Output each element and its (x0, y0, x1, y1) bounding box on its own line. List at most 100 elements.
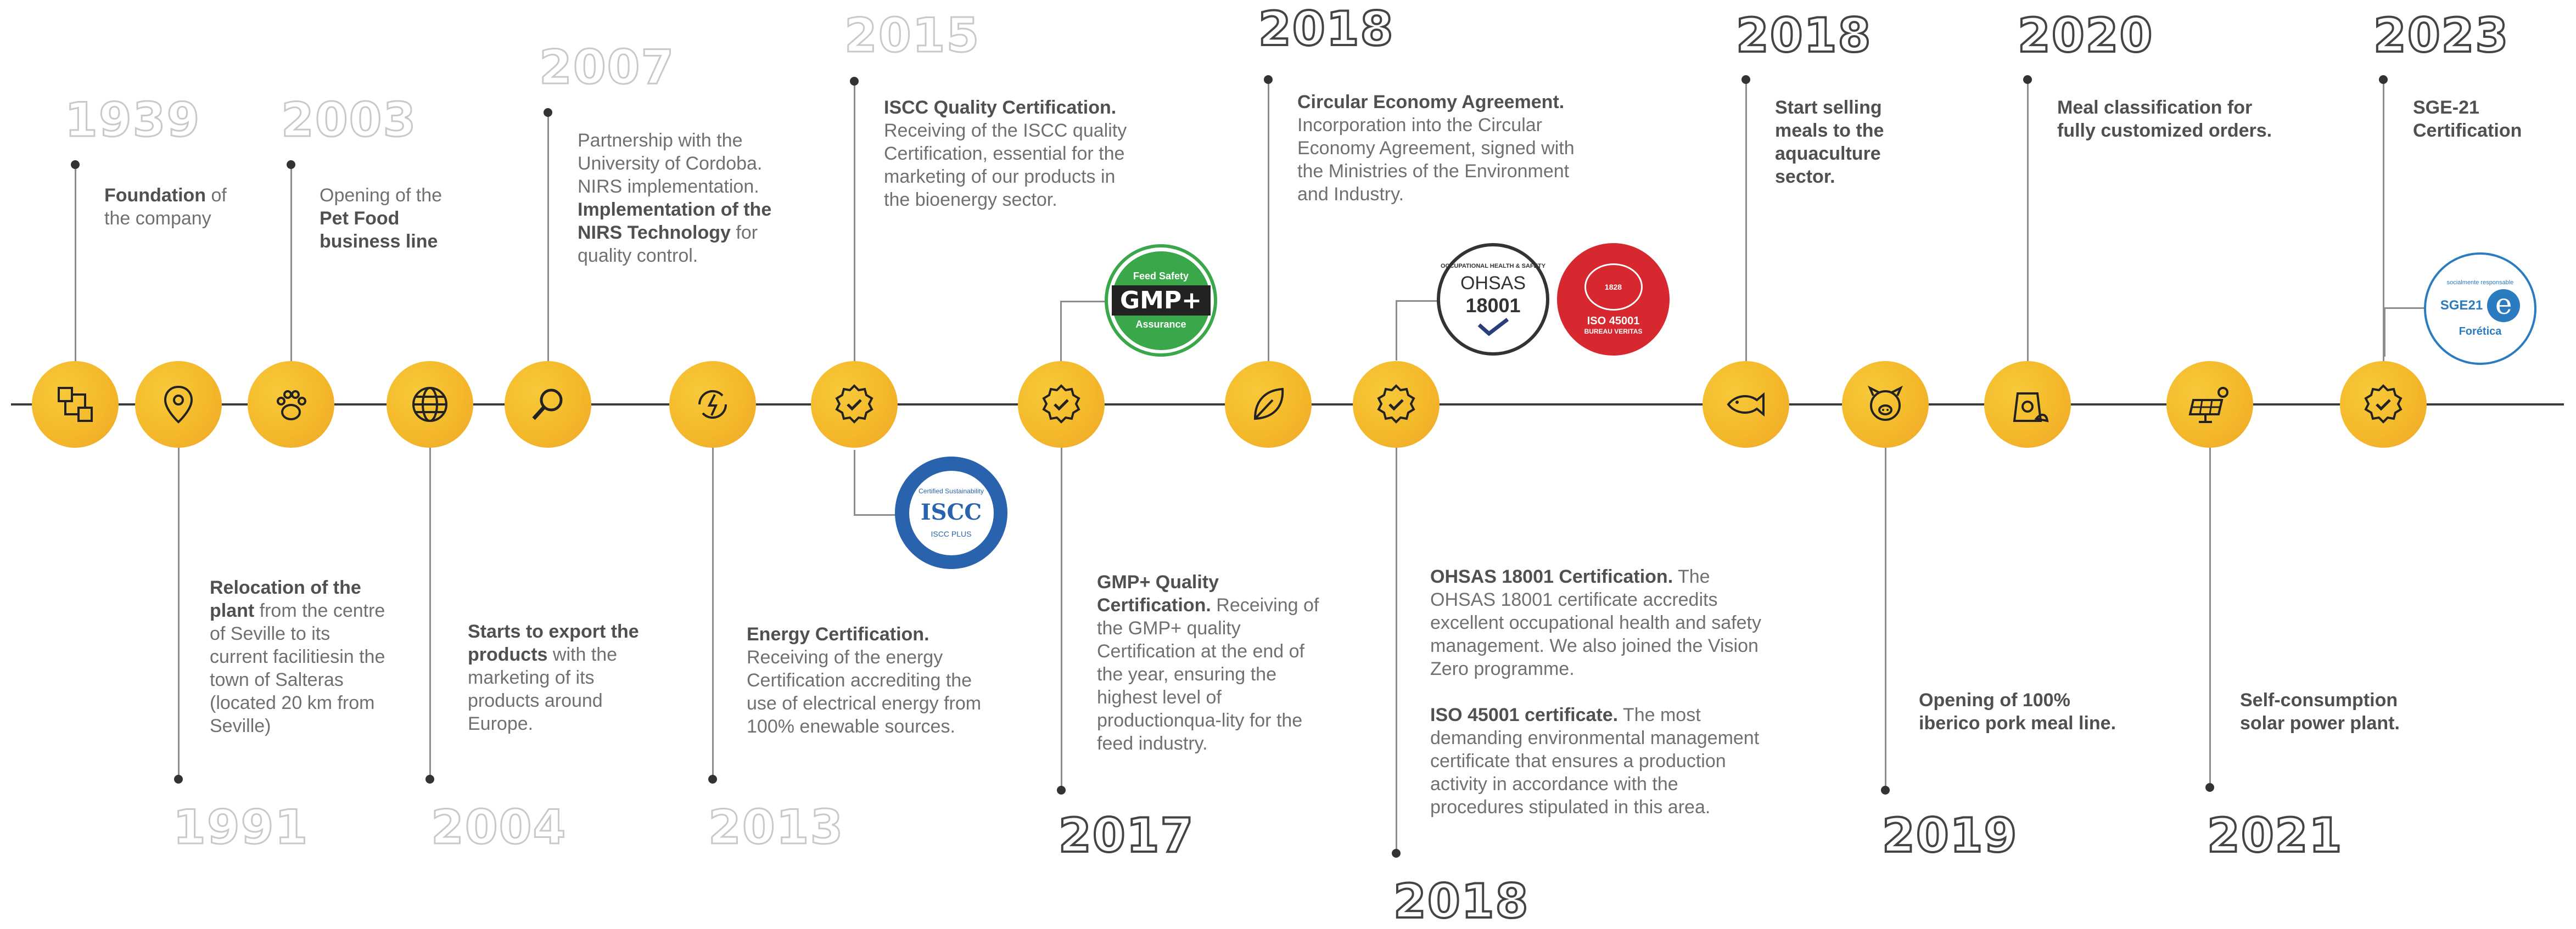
event-paragraph: Partnership with the University of Cordo… (578, 129, 808, 267)
ohsas-badge-num: 18001 (1465, 294, 1521, 317)
event-text-bold: Relocation of the plant (210, 577, 361, 621)
event-text: Receiving of the GMP+ quality Certificat… (1097, 595, 1319, 754)
certified-badge-icon (1377, 384, 1415, 424)
event-text: Opening of the (320, 185, 443, 206)
gmp-plus-badge: Feed Safety GMP+ Assurance (1105, 244, 1217, 357)
gmp-badge-top: Feed Safety (1133, 271, 1189, 281)
network-circuit-icon (58, 387, 93, 422)
event-stem (178, 403, 180, 779)
event-text-bold: Pet Food business line (320, 208, 438, 252)
leaf-icon (1253, 387, 1284, 420)
event-icon-circle (1984, 361, 2071, 448)
event-year: 2019 (1881, 808, 2018, 863)
event-year: 1991 (172, 800, 309, 855)
event-year: 2018 (1257, 2, 1395, 57)
event-stem (712, 403, 714, 779)
meal-sack-icon (2013, 392, 2049, 423)
event-description: ISCC Quality Certification. Receiving of… (884, 96, 1142, 234)
ohsas-badge-ring: OCCUPATIONAL HEALTH & SAFETY (1440, 263, 1546, 269)
event-stem (2027, 80, 2029, 403)
event-paragraph: Energy Certification. Receiving of the e… (747, 623, 983, 738)
event-dot (1057, 786, 1066, 795)
event-year: 1939 (64, 93, 201, 148)
event-description: OHSAS 18001 Certification. The OHSAS 180… (1430, 565, 1771, 842)
event-dot (850, 77, 859, 86)
event-paragraph: Start selling meals to the aquaculture s… (1775, 96, 1918, 188)
event-description: SGE-21 Certification (2413, 96, 2556, 165)
ohsas-badge-main: OHSAS (1460, 273, 1526, 294)
sge-badge-main: SGE21 (2440, 298, 2483, 313)
event-dot (2205, 783, 2214, 792)
event-stem (547, 112, 549, 403)
certified-badge-icon (2364, 384, 2403, 424)
sge-connector-v (2384, 307, 2385, 357)
event-year: 2003 (280, 93, 417, 148)
event-stem (1061, 403, 1062, 790)
iscc-connector-v (854, 450, 855, 516)
foretica-e-icon: e (2487, 289, 2521, 322)
event-description: Meal classification for fully customized… (2057, 96, 2277, 165)
pig-icon (1868, 385, 1903, 421)
event-text-bold: Opening of 100% iberico pork meal line. (1919, 690, 2116, 734)
event-paragraph: ISO 45001 certificate. The most demandin… (1430, 703, 1771, 819)
event-dot (174, 775, 183, 784)
event-text: Receiving of the ISCC quality Certificat… (884, 120, 1127, 210)
iscc-badge: Certified Sustainability ISCC ISCC PLUS (895, 457, 1007, 569)
location-pin-icon (164, 385, 193, 424)
event-text-bold: Foundation (104, 185, 206, 206)
event-text-bold: SGE-21 Certification (2413, 97, 2522, 141)
event-icon-circle (2166, 361, 2253, 448)
event-description: GMP+ Quality Certification. Receiving of… (1097, 571, 1333, 778)
event-dot (2023, 75, 2032, 84)
event-icon-circle (1018, 361, 1105, 448)
event-dot (1881, 786, 1890, 795)
paw-icon (277, 390, 306, 420)
event-dot (2379, 75, 2388, 84)
event-icon-circle (135, 361, 222, 448)
event-text-bold: Starts to export the products (468, 621, 639, 665)
sge-connector-h (2384, 307, 2428, 309)
gmp-badge-main: GMP+ (1111, 285, 1211, 316)
event-icon-circle (2340, 361, 2427, 448)
iscc-badge-ring: Certified Sustainability (919, 487, 984, 495)
event-paragraph: Meal classification for fully customized… (2057, 96, 2277, 142)
event-year: 2018 (1392, 874, 1530, 929)
event-text-bold: OHSAS 18001 Certification. (1430, 566, 1673, 587)
magnifier-icon (532, 389, 563, 420)
event-text: from the centre of Seville to its curren… (210, 600, 385, 736)
event-stem (290, 165, 292, 403)
event-paragraph: Self-consumption solar power plant. (2240, 689, 2438, 735)
event-icon-circle (1353, 361, 1440, 448)
event-dot (708, 775, 717, 784)
iscc-connector-h (854, 514, 898, 516)
event-year: 2007 (538, 40, 675, 95)
gmp-badge-bottom: Assurance (1135, 319, 1186, 330)
gmp-connector-v (1060, 301, 1062, 361)
ohsas-18001-badge: OCCUPATIONAL HEALTH & SAFETY OHSAS 18001 (1437, 243, 1549, 356)
event-text-bold: Energy Certification. (747, 624, 929, 645)
iso-45001-badge: 1828 ISO 45001 BUREAU VERITAS (1557, 243, 1670, 356)
gmp-connector-h (1060, 301, 1110, 302)
event-paragraph: GMP+ Quality Certification. Receiving of… (1097, 571, 1333, 755)
event-dot (1741, 75, 1750, 84)
ohsas-connector-h (1396, 300, 1440, 302)
event-paragraph: Relocation of the plant from the centre … (210, 576, 391, 737)
event-description: Starts to export the products with the m… (468, 620, 665, 758)
event-stem (1396, 403, 1397, 853)
event-description: Foundation of the company (104, 184, 247, 253)
event-dot (425, 775, 434, 784)
event-text-bold: Self-consumption solar power plant. (2240, 690, 2400, 734)
event-description: Circular Economy Agreement. Incorporatio… (1297, 91, 1583, 229)
event-description: Partnership with the University of Cordo… (578, 129, 808, 290)
event-icon-circle (1225, 361, 1312, 448)
event-stem (1885, 403, 1886, 790)
event-icon-circle (811, 361, 898, 448)
event-year: 2015 (843, 8, 981, 63)
iso-badge-sub: BUREAU VERITAS (1584, 328, 1643, 335)
event-icon-circle (1703, 361, 1789, 448)
event-icon-circle (387, 361, 473, 448)
event-text-bold: Implementation of the NIRS Technology (578, 199, 772, 243)
event-text: The OHSAS 18001 certificate accredits ex… (1430, 566, 1761, 679)
certified-badge-icon (1042, 384, 1080, 424)
event-description: Relocation of the plant from the centre … (210, 576, 391, 761)
